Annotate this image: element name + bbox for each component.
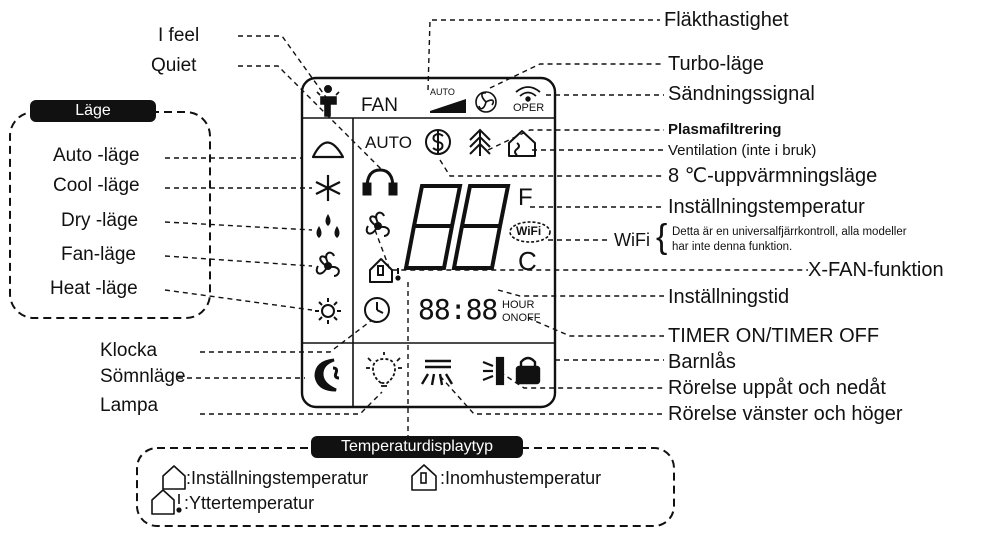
outdoor-temp-house-icon: [151, 489, 182, 515]
label-signal: Sändningssignal: [668, 83, 815, 105]
xfan-icon: [365, 211, 390, 237]
temperature-digits: [403, 184, 511, 270]
lcd-unit-f: F: [518, 184, 533, 211]
label-turbo: Turbo-läge: [668, 53, 764, 75]
lcd-fan-auto-text: AUTO: [430, 87, 455, 97]
label-quiet: Quiet: [151, 55, 197, 76]
plasma-icon: [469, 128, 491, 156]
indoor-temp-house-icon: [411, 464, 437, 491]
label-dry-mode: Dry -läge: [61, 210, 139, 231]
leader-lines: [164, 19, 808, 440]
lamp-icon: [366, 352, 402, 387]
label-heat-8c: 8 ℃-uppvärmningsläge: [668, 165, 878, 187]
cool-mode-icon: [315, 175, 341, 201]
ventilation-icon: [508, 130, 536, 157]
label-swing-up-down: Rörelse uppåt och nedåt: [668, 377, 886, 399]
wifi-note-line1: Detta är en universalfjärrkontroll, alla…: [672, 226, 907, 238]
label-fan-speed: Fläkthastighet: [664, 9, 789, 31]
i-feel-icon: [316, 85, 340, 117]
turbo-icon: [475, 91, 497, 113]
label-wifi: WiFi: [614, 230, 650, 250]
label-set-temperature: Inställningstemperatur: [668, 196, 865, 218]
set-temp-house-icon: [162, 465, 186, 490]
indoor-temp-type-text: Inomhustemperatur: [445, 468, 602, 488]
heat-8c-icon: [425, 129, 451, 155]
quiet-icon: [362, 168, 398, 196]
label-indoor-temp-type: :Inomhustemperatur: [440, 468, 602, 488]
set-temp-type-text: Inställningstemperatur: [191, 468, 369, 488]
label-i-feel: I feel: [158, 25, 200, 46]
child-lock-icon: [515, 356, 541, 385]
label-lamp: Lampa: [100, 395, 159, 416]
lcd-auto-text: AUTO: [365, 133, 412, 152]
label-child-lock: Barnlås: [668, 351, 736, 373]
swing-left-right-icon: [420, 359, 454, 386]
wifi-note-line2: har inte denna funktion.: [672, 241, 793, 253]
label-set-temp-type: :Inställningstemperatur: [186, 468, 369, 488]
fan-speed-bars-icon: [430, 99, 466, 113]
lcd-wifi-badge: WiFi: [516, 224, 542, 238]
label-set-time: Inställningstid: [668, 286, 790, 308]
label-cool-mode: Cool -läge: [53, 175, 140, 196]
label-heat-mode: Heat -läge: [50, 278, 138, 299]
lcd-unit-c: C: [518, 246, 537, 276]
auto-mode-icon: [311, 141, 345, 159]
fan-mode-icon: [315, 251, 340, 277]
signal-icon: [515, 86, 541, 102]
lcd-hour-text: HOUR: [502, 299, 535, 311]
label-ventilation: Ventilation (inte i bruk): [668, 142, 817, 159]
swing-up-down-icon: [482, 356, 505, 386]
lcd-time-digits: 88:88: [418, 293, 498, 326]
label-auto-mode: Auto -läge: [53, 145, 140, 166]
label-fan-mode: Fan-läge: [61, 244, 136, 265]
label-sleep: Sömnläge: [100, 366, 186, 387]
label-clock: Klocka: [100, 340, 158, 361]
outdoor-temp-type-text: Yttertemperatur: [189, 493, 315, 513]
lcd-onoff-text: ONOFF: [502, 312, 541, 324]
label-timer: TIMER ON/TIMER OFF: [668, 325, 880, 347]
lcd-oper-text: OPER: [513, 102, 545, 114]
label-swing-left-right: Rörelse vänster och höger: [668, 403, 903, 425]
indoor-temp-icon: [369, 258, 401, 283]
label-plasma: Plasmafiltrering: [668, 121, 782, 138]
dry-mode-icon: [316, 214, 340, 238]
label-outdoor-temp-type: :Yttertemperatur: [184, 493, 315, 513]
wifi-badge-outline: [509, 221, 551, 243]
lcd-fan-text: FAN: [361, 95, 398, 116]
wifi-brace: {: [656, 218, 668, 256]
clock-icon: [364, 297, 390, 323]
label-xfan: X-FAN-funktion: [808, 259, 944, 281]
mode-box-frame: [9, 111, 211, 319]
mode-box-title: Läge: [30, 100, 156, 122]
sleep-icon: [314, 358, 340, 392]
temp-display-box-title: Temperaturdisplaytyp: [311, 436, 523, 458]
heat-mode-icon: [315, 298, 341, 324]
